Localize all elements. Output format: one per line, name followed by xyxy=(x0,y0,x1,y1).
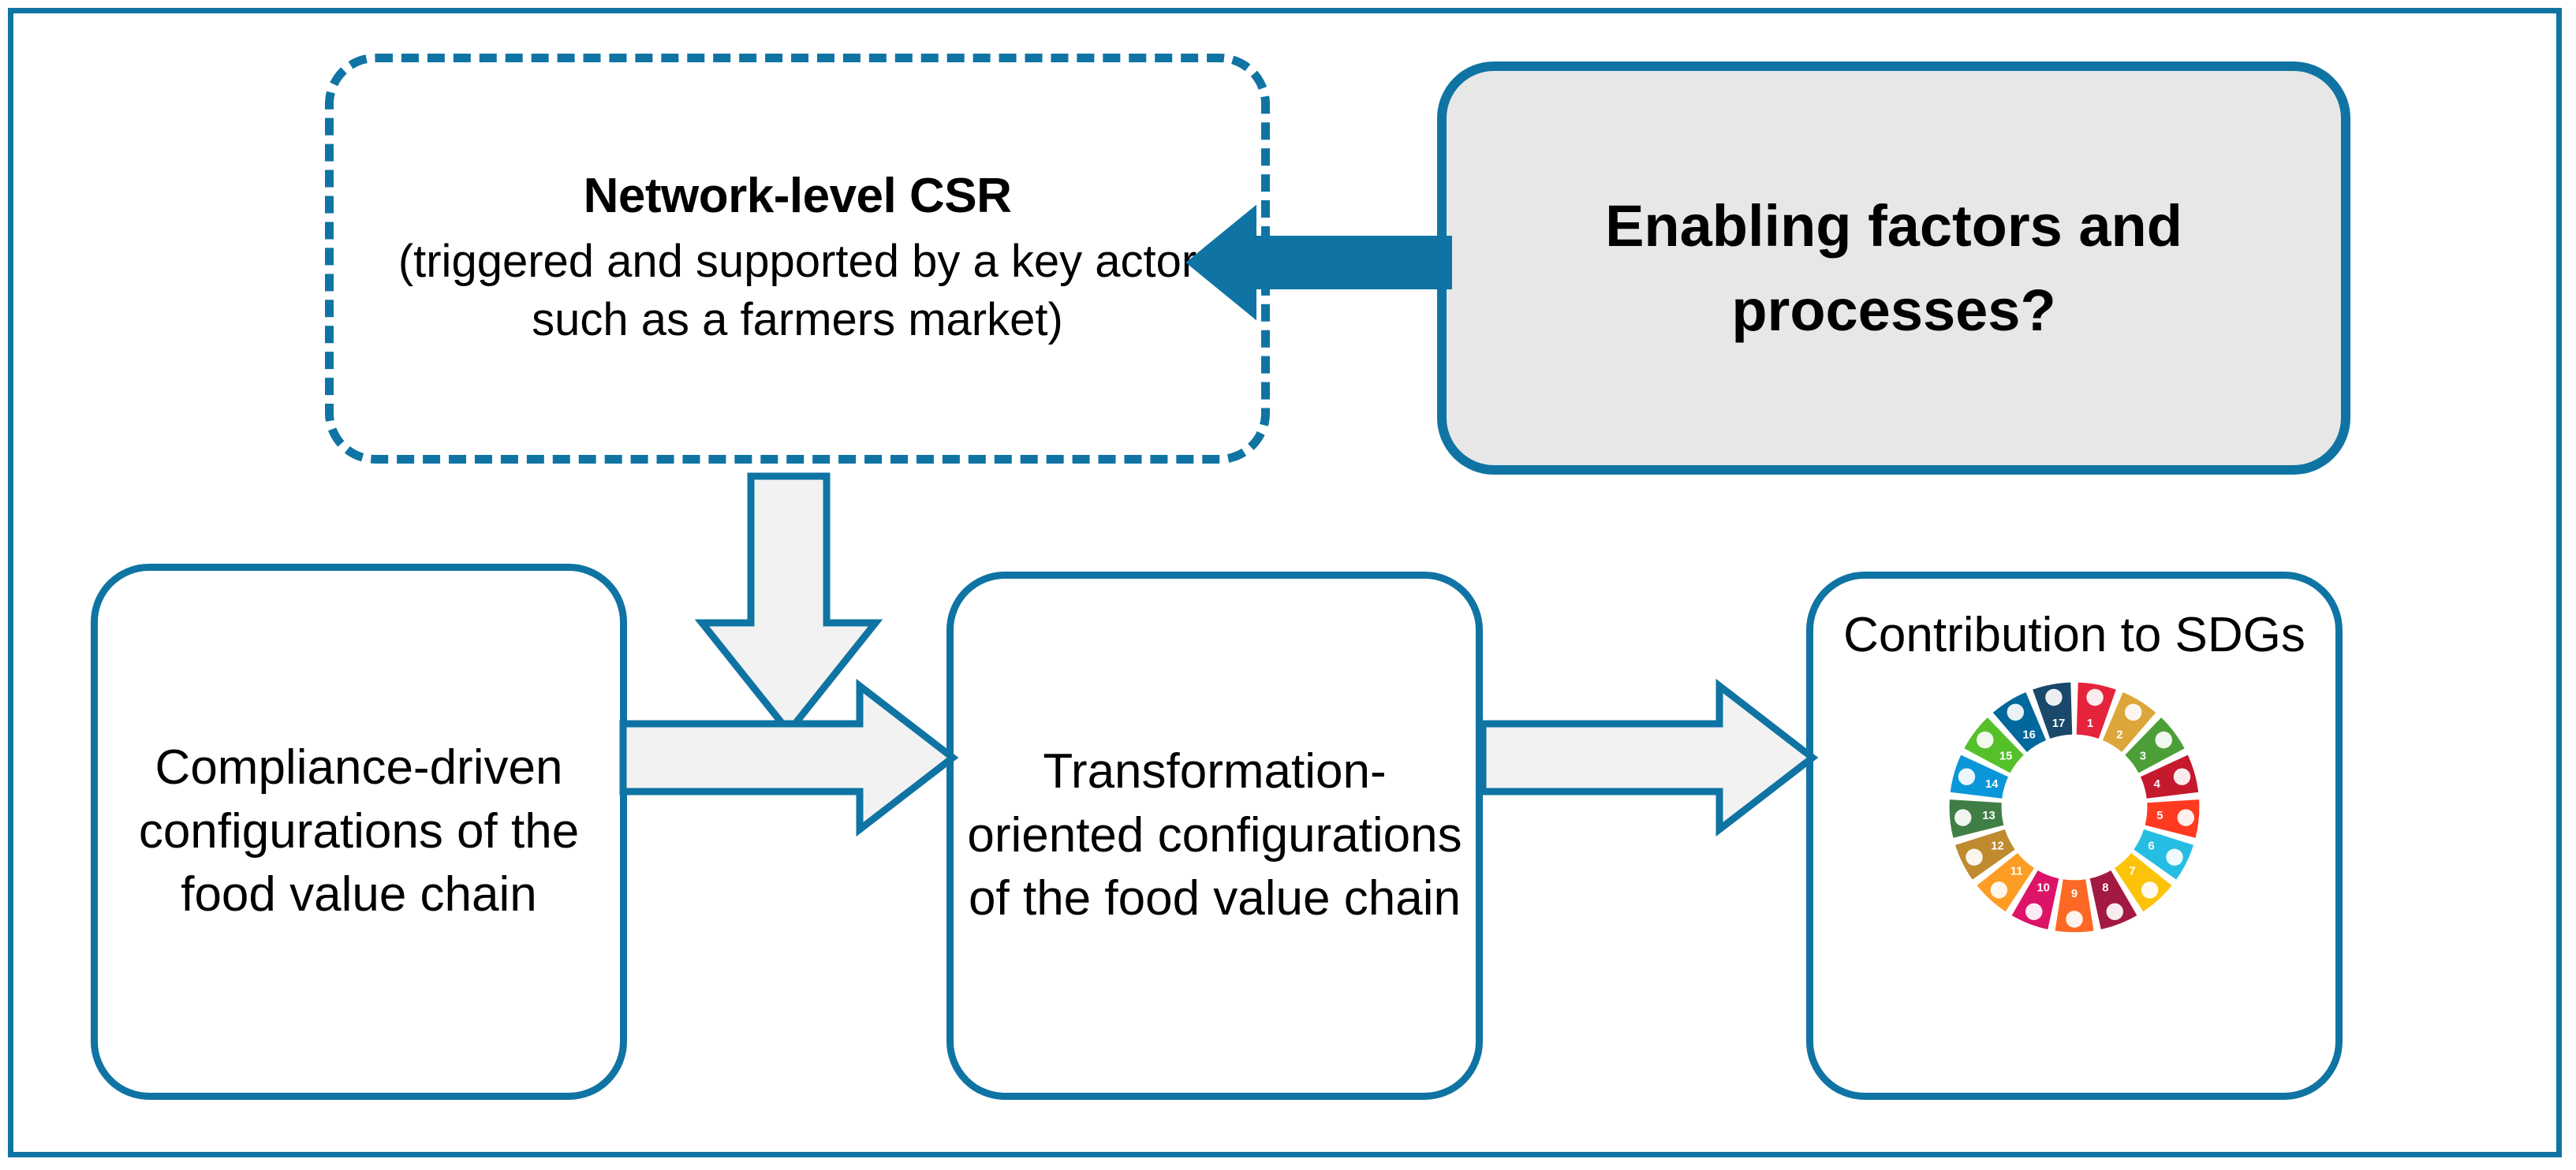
sdg-segment-15 xyxy=(1964,717,2024,773)
sdg-segment-4 xyxy=(2140,755,2199,799)
contribution-to-sdgs-label: Contribution to SDGs xyxy=(1843,608,2305,662)
compliance-driven-box[interactable]: Compliance-driven configurations of the … xyxy=(91,564,627,1100)
sdg-icon-12 xyxy=(1966,848,1983,866)
sdg-icon-7 xyxy=(2141,881,2159,899)
sdg-icon-5 xyxy=(2177,809,2195,826)
sdg-segment-number-13: 13 xyxy=(1982,810,1995,822)
sdg-icon-13 xyxy=(1954,809,1972,826)
arrow-compliance-to-transformation xyxy=(619,678,959,837)
sdg-icon-2 xyxy=(2124,703,2142,721)
enabling-factors-label: Enabling factors and processes? xyxy=(1605,192,2182,343)
sdg-icon-1 xyxy=(2086,688,2104,706)
sdg-segment-number-16: 16 xyxy=(2022,728,2036,741)
sdg-segment-number-4: 4 xyxy=(2154,778,2161,791)
sdg-segment-number-2: 2 xyxy=(2116,728,2122,741)
sdg-segment-14 xyxy=(1950,755,2009,799)
sdg-segment-number-1: 1 xyxy=(2087,717,2093,730)
arrow-enabling-to-network-csr xyxy=(1185,204,1452,321)
sdg-segment-12 xyxy=(1954,829,2015,880)
sdg-segment-number-6: 6 xyxy=(2148,840,2154,852)
enabling-factors-box[interactable]: Enabling factors and processes? xyxy=(1437,61,2350,475)
sdg-segment-13 xyxy=(1949,799,2004,838)
sdg-segment-9 xyxy=(2055,879,2094,933)
network-level-csr-subtitle: (triggered and supported by a key actor … xyxy=(398,235,1197,345)
sdg-segment-6 xyxy=(2134,829,2194,880)
sdg-icon-3 xyxy=(2155,731,2172,749)
sdg-icon-6 xyxy=(2166,848,2183,866)
sdg-segment-number-3: 3 xyxy=(2140,750,2146,762)
sdg-icon-15 xyxy=(1977,731,1994,749)
sdg-icon-4 xyxy=(2173,768,2191,785)
network-level-csr-box[interactable]: Network-level CSR (triggered and support… xyxy=(325,54,1270,464)
sdg-segment-number-14: 14 xyxy=(1985,778,1999,791)
sdg-icon-8 xyxy=(2106,903,2123,920)
sdg-segment-5 xyxy=(2145,799,2200,838)
sdg-segment-11 xyxy=(1977,852,2035,912)
sdg-segment-number-8: 8 xyxy=(2102,881,2108,894)
arrow-network-csr-to-transformation xyxy=(694,472,883,738)
sdg-segment-number-7: 7 xyxy=(2129,865,2135,878)
compliance-driven-label: Compliance-driven configurations of the … xyxy=(138,740,580,922)
sdg-segment-number-15: 15 xyxy=(1999,750,2013,762)
transformation-oriented-label: Transformation-oriented configurations o… xyxy=(967,744,1462,926)
sdg-icon-16 xyxy=(2007,703,2025,721)
sdg-icon-14 xyxy=(1958,768,1976,785)
sdg-segment-number-12: 12 xyxy=(1991,840,2004,852)
sdg-segment-3 xyxy=(2125,717,2185,773)
sdg-segment-number-10: 10 xyxy=(2037,881,2050,894)
sdg-segment-number-11: 11 xyxy=(2010,865,2023,878)
sdg-icon-10 xyxy=(2025,903,2043,920)
sdg-segment-7 xyxy=(2114,852,2172,912)
sdg-segment-2 xyxy=(2102,691,2156,752)
sdg-icon-9 xyxy=(2066,911,2083,928)
sdg-segment-8 xyxy=(2089,870,2137,930)
sdg-segment-1 xyxy=(2076,682,2116,739)
sdg-icon-17 xyxy=(2045,688,2063,706)
transformation-oriented-box[interactable]: Transformation-oriented configurations o… xyxy=(946,572,1483,1100)
network-level-csr-title: Network-level CSR xyxy=(583,168,1012,223)
sdg-segment-number-9: 9 xyxy=(2071,888,2078,900)
sdg-segment-16 xyxy=(1992,691,2047,752)
sdg-segment-10 xyxy=(2011,870,2059,930)
sdg-segment-number-17: 17 xyxy=(2052,717,2066,730)
sdg-icon-11 xyxy=(1990,881,2008,899)
sdg-segment-17 xyxy=(2033,682,2073,739)
sdg-segment-number-5: 5 xyxy=(2156,810,2163,822)
arrow-transformation-to-sdg xyxy=(1479,678,1819,837)
